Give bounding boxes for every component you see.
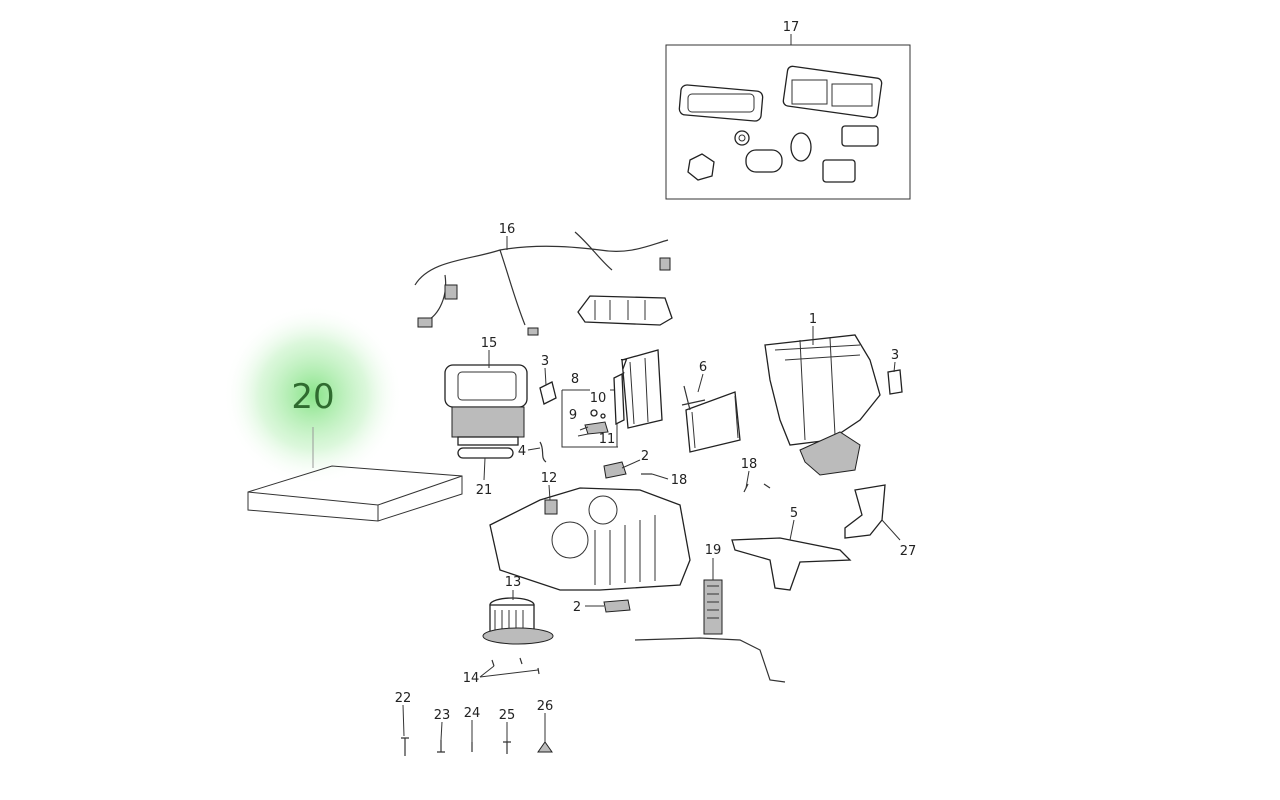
part-1-hvac-housing[interactable] (764, 334, 881, 476)
part-21-filter-door[interactable] (457, 447, 514, 459)
callout-14[interactable]: 14 (463, 671, 480, 686)
part-15-blower-housing[interactable] (444, 364, 528, 446)
part-3-actuator[interactable] (539, 381, 557, 405)
part-22-bolt[interactable] (401, 737, 409, 756)
part-upper-duct[interactable] (577, 295, 673, 326)
callout-1[interactable]: 1 (809, 312, 817, 327)
callout-22[interactable]: 22 (395, 691, 412, 706)
callout-7[interactable]: 7 (620, 358, 628, 373)
part-2-sensor-lower[interactable] (603, 599, 631, 613)
fasteners (401, 737, 553, 756)
callout-23[interactable]: 23 (434, 708, 451, 723)
part-3-actuator-right[interactable] (887, 369, 903, 395)
callout-20-selected[interactable]: 20 (291, 377, 334, 417)
callout-13[interactable]: 13 (505, 575, 522, 590)
callout-25[interactable]: 25 (499, 708, 516, 723)
part-2-sensor[interactable] (603, 461, 627, 479)
part-8-hardware-kit[interactable] (561, 389, 618, 448)
part-19-vent-harness[interactable] (634, 579, 786, 683)
callout-10[interactable]: 10 (590, 391, 607, 406)
part-18-screw-right[interactable] (743, 483, 771, 493)
part-7-evaporator[interactable] (613, 349, 663, 429)
callout-3[interactable]: 3 (541, 354, 549, 369)
part-25-screw[interactable] (503, 741, 511, 754)
callout-26[interactable]: 26 (537, 699, 554, 714)
leader-lines (312, 34, 901, 742)
callout-21[interactable]: 21 (476, 483, 493, 498)
callout-8[interactable]: 8 (571, 372, 579, 387)
part-6-heater-core[interactable] (681, 385, 741, 453)
callout-4[interactable]: 4 (518, 444, 526, 459)
part-23-bolt[interactable] (437, 740, 445, 753)
callout-3-right[interactable]: 3 (891, 348, 899, 363)
callout-19[interactable]: 19 (705, 543, 722, 558)
callout-12[interactable]: 12 (541, 471, 558, 486)
callout-5[interactable]: 5 (790, 506, 798, 521)
part-4-clip[interactable] (539, 441, 547, 463)
callout-18[interactable]: 18 (671, 473, 688, 488)
part-14-screws[interactable] (491, 657, 540, 675)
callout-2[interactable]: 2 (641, 449, 649, 464)
callout-24[interactable]: 24 (464, 706, 481, 721)
callout-18-right[interactable]: 18 (741, 457, 758, 472)
callout-9[interactable]: 9 (569, 408, 577, 423)
callout-6[interactable]: 6 (699, 360, 707, 375)
selected-highlight (223, 305, 403, 485)
callout-27[interactable]: 27 (900, 544, 917, 559)
part-20-cabin-air-filter[interactable] (247, 465, 463, 522)
part-27-duct[interactable] (844, 484, 886, 539)
part-13-blower-motor[interactable] (482, 597, 554, 645)
part-12-lower-housing[interactable] (489, 487, 691, 591)
part-17-seal-kit[interactable] (665, 44, 911, 200)
callout-15[interactable]: 15 (481, 336, 498, 351)
part-5-floor-duct[interactable] (731, 537, 852, 591)
part-16-wiring-harness[interactable] (414, 231, 671, 336)
callout-11[interactable]: 11 (599, 432, 616, 447)
callout-17[interactable]: 17 (783, 20, 800, 35)
callout-2-lower[interactable]: 2 (573, 600, 581, 615)
part-26-nut[interactable] (537, 741, 553, 753)
callout-16[interactable]: 16 (499, 222, 516, 237)
